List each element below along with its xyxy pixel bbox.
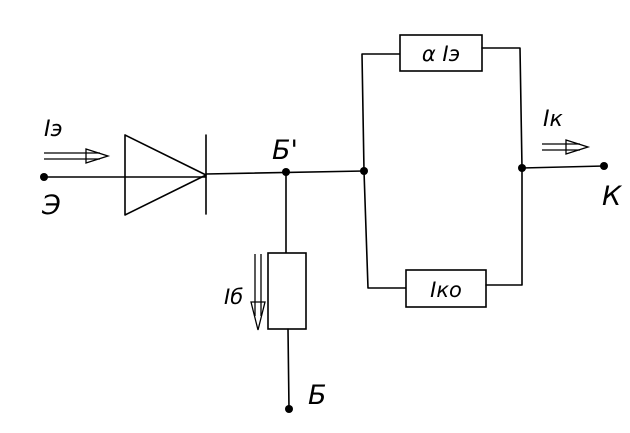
upper-branch-right (481, 47, 523, 169)
current-source-label: α Iэ (422, 42, 460, 66)
reverse-current-box (405, 269, 487, 308)
base-terminal-label: Б (308, 380, 327, 411)
base-current-arrow (250, 254, 266, 331)
emitter-current-arrow (44, 148, 111, 164)
emitter-terminal-node (40, 173, 48, 181)
diode-triangle (124, 134, 207, 216)
emitter-terminal-label: Э (41, 190, 61, 221)
base-current-label: Iб (224, 285, 243, 309)
internal-base-label: Б' (272, 135, 298, 166)
emitter-diode (124, 134, 207, 216)
collector-terminal-label: К (602, 181, 623, 212)
collector-terminal-node (600, 162, 608, 170)
base-resistor (267, 252, 307, 330)
emitter-current-label: Iэ (44, 117, 63, 142)
current-source-box (399, 34, 483, 72)
base-wire-bottom (287, 328, 290, 410)
upper-branch-left (361, 53, 401, 172)
reverse-current-label: Iко (430, 278, 462, 302)
collector-current-arrow (542, 139, 591, 155)
collector-current-label: Iк (543, 107, 563, 132)
collector-wire (521, 165, 605, 169)
lower-branch-left (363, 170, 407, 289)
lower-branch-right (485, 167, 523, 286)
base-terminal-node (285, 405, 293, 413)
